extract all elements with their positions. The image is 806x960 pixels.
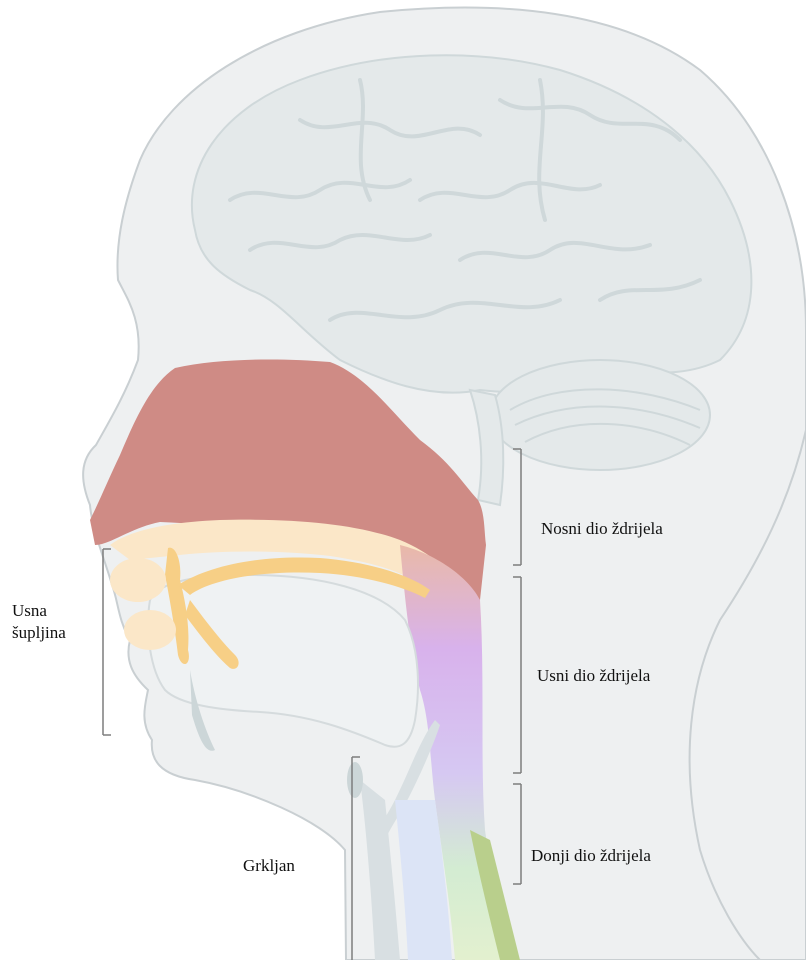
lower-lip (124, 610, 176, 650)
label-oral-cavity: Usna šupljina (12, 600, 66, 644)
upper-lip (110, 558, 166, 602)
vocal-fold (347, 762, 363, 798)
label-oral-cavity-line1: Usna (12, 600, 66, 622)
label-oral-cavity-line2: šupljina (12, 622, 66, 644)
label-laryngopharynx: Donji dio ždrijela (531, 845, 651, 867)
label-nasopharynx: Nosni dio ždrijela (541, 518, 663, 540)
cerebellum (490, 360, 710, 470)
label-larynx: Grkljan (243, 855, 295, 877)
label-oropharynx: Usni dio ždrijela (537, 665, 650, 687)
